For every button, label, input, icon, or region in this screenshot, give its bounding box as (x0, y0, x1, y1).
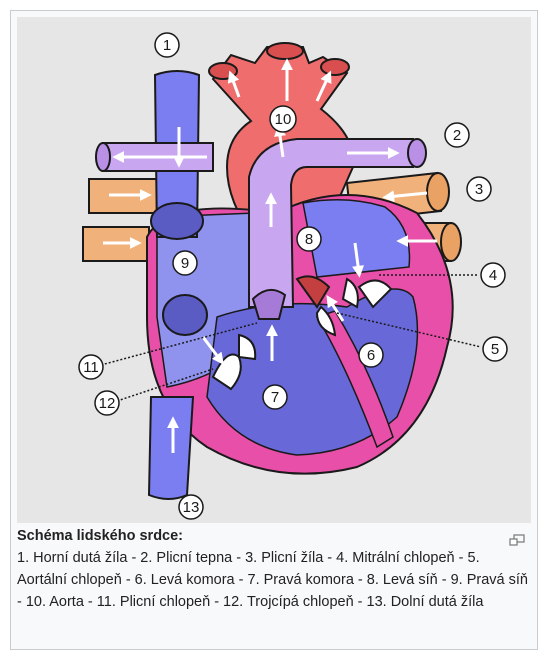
figure-thumbnail: 1 2 3 4 5 6 7 8 9 10 11 12 13 Schéma li (10, 10, 538, 650)
label-5: 5 (483, 337, 507, 361)
svg-text:4: 4 (489, 267, 497, 284)
label-11: 11 (79, 355, 103, 379)
figure-caption: Schéma lidského srdce: 1. Horní dutá žíl… (17, 525, 529, 613)
label-9: 9 (173, 251, 197, 275)
label-12: 12 (95, 391, 119, 415)
svg-text:1: 1 (163, 37, 171, 54)
svg-text:8: 8 (305, 231, 313, 248)
svg-text:2: 2 (453, 127, 461, 144)
caption-text: 1. Horní dutá žíla - 2. Plicní tepna - 3… (17, 547, 529, 613)
svg-text:6: 6 (367, 347, 375, 364)
svg-text:13: 13 (183, 499, 200, 516)
svg-text:12: 12 (99, 395, 116, 412)
svg-text:10: 10 (275, 111, 292, 128)
label-13: 13 (179, 495, 203, 519)
caption-title: Schéma lidského srdce: (17, 525, 529, 547)
heart-diagram: 1 2 3 4 5 6 7 8 9 10 11 12 13 (17, 17, 531, 523)
label-4: 4 (481, 263, 505, 287)
label-3: 3 (467, 177, 491, 201)
svg-text:9: 9 (181, 255, 189, 272)
enlarge-icon[interactable] (509, 531, 525, 543)
svg-text:3: 3 (475, 181, 483, 198)
label-2: 2 (445, 123, 469, 147)
svg-text:11: 11 (83, 359, 99, 376)
label-6: 6 (359, 343, 383, 367)
label-1: 1 (155, 33, 179, 57)
label-7: 7 (263, 385, 287, 409)
svg-text:5: 5 (491, 341, 499, 358)
label-8: 8 (297, 227, 321, 251)
heart-diagram-svg: 1 2 3 4 5 6 7 8 9 10 11 12 13 (17, 17, 531, 523)
label-10: 10 (270, 106, 296, 132)
svg-text:7: 7 (271, 389, 279, 406)
